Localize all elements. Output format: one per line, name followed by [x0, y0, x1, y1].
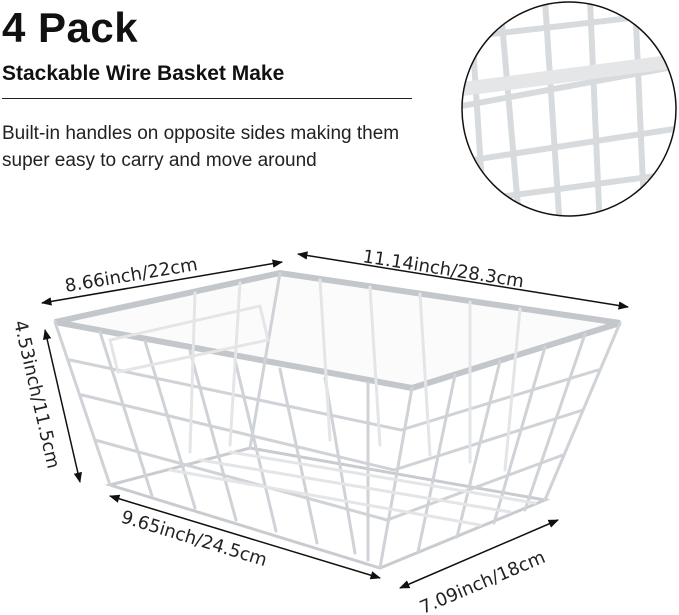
dimension-label-height: 4.53inch/11.5cm — [9, 318, 64, 470]
arrow-height — [43, 328, 82, 484]
arrow-top-right — [296, 251, 630, 310]
arrow-top-left — [40, 259, 284, 306]
dimension-label-bottom-right: 7.09inch/18cm — [417, 547, 549, 615]
arrow-bottom-right — [399, 519, 559, 589]
zoom-detail-circle — [461, 1, 677, 217]
dimension-label-top-left: 8.66inch/22cm — [63, 254, 199, 297]
divider — [2, 98, 412, 99]
dimension-label-top-right: 11.14inch/28.3cm — [361, 246, 525, 292]
page-title: 4 Pack — [2, 4, 139, 51]
dimension-arrows — [40, 251, 630, 589]
dimension-label-bottom-left: 9.65inch/24.5cm — [119, 507, 270, 571]
arrow-bottom-left — [108, 494, 382, 580]
feature-description: Built-in handles on opposite sides makin… — [2, 123, 400, 171]
product-subtitle: Stackable Wire Basket Make — [2, 62, 285, 85]
